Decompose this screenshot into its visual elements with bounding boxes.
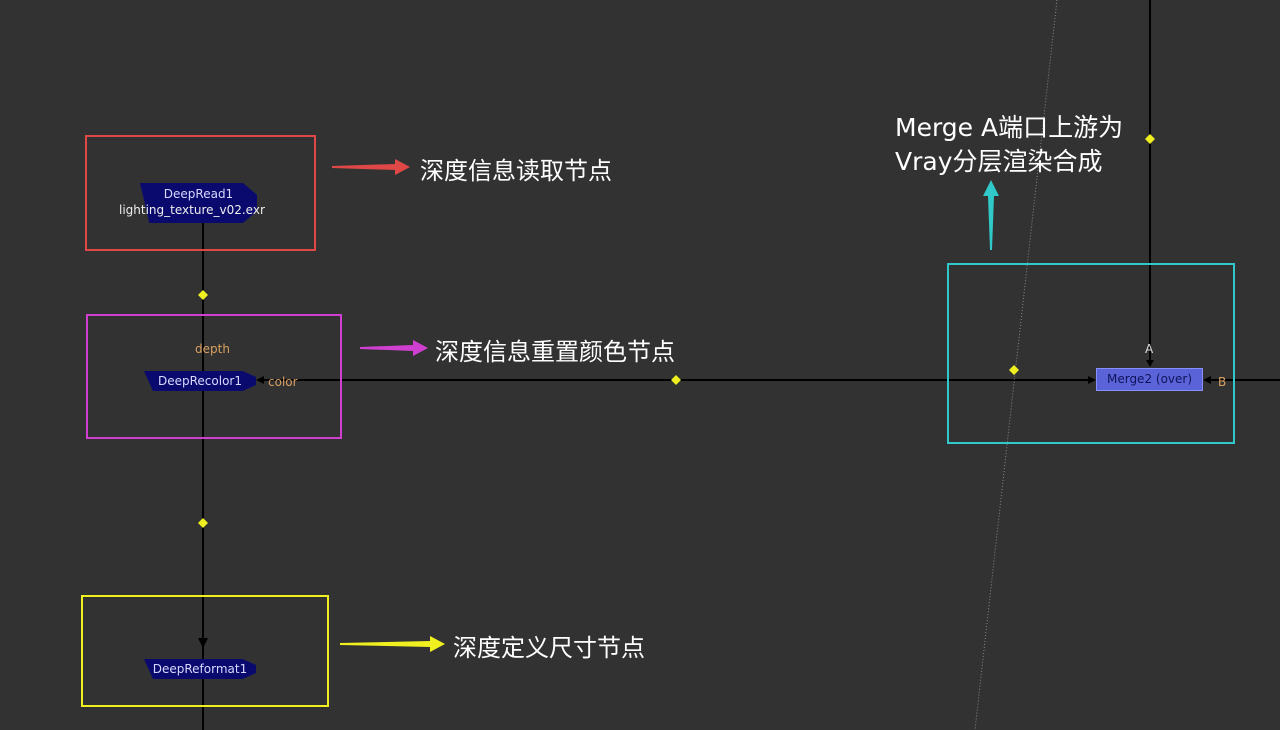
wire-dot-icon	[1145, 134, 1155, 144]
arrowhead-icon	[256, 376, 264, 384]
dotted-guide-line	[974, 0, 1058, 730]
color-port-label: color	[268, 375, 298, 389]
wire-dot-icon	[198, 290, 208, 300]
arrowhead-icon	[1203, 376, 1211, 384]
merge-node[interactable]: Merge2 (over)	[1096, 368, 1203, 391]
deepread-highlight-box	[85, 135, 316, 251]
deepread-filename: lighting_texture_v02.exr	[119, 203, 265, 217]
cyan-arrow-icon	[983, 180, 999, 250]
wire-dot-icon	[1009, 365, 1019, 375]
yellow-arrow-icon	[340, 636, 445, 652]
merge-annotation-line2: Vray分层渲染合成	[895, 147, 1103, 176]
merge-highlight-box	[947, 263, 1235, 444]
wire-dot-icon	[671, 375, 681, 385]
arrowhead-icon	[198, 638, 208, 648]
merge-annotation-line1: Merge A端口上游为	[895, 113, 1124, 142]
deepread-annotation: 深度信息读取节点	[420, 157, 612, 185]
arrowhead-icon	[1088, 376, 1096, 384]
arrowhead-icon	[1146, 360, 1154, 367]
annotation-arrows	[332, 159, 999, 652]
node-label: DeepRead1	[163, 187, 234, 201]
deepreformat-highlight-box	[81, 595, 329, 707]
merge-port-a: A	[1145, 342, 1154, 356]
deepreformat-node[interactable]: DeepReformat1	[144, 659, 256, 679]
merge-port-b: B	[1218, 375, 1227, 389]
deeprecolor-node[interactable]: DeepRecolor1	[144, 371, 256, 391]
red-arrow-icon	[332, 159, 410, 175]
magenta-arrow-icon	[360, 340, 428, 356]
deepreformat-annotation: 深度定义尺寸节点	[453, 634, 645, 662]
deeprecolor-highlight-box	[86, 314, 342, 439]
deeprecolor-annotation: 深度信息重置颜色节点	[435, 338, 675, 366]
depth-port-label: depth	[195, 342, 230, 356]
deepread-node[interactable]: DeepRead1	[140, 183, 257, 223]
wire-dots	[198, 134, 1155, 528]
wire-dot-icon	[198, 518, 208, 528]
